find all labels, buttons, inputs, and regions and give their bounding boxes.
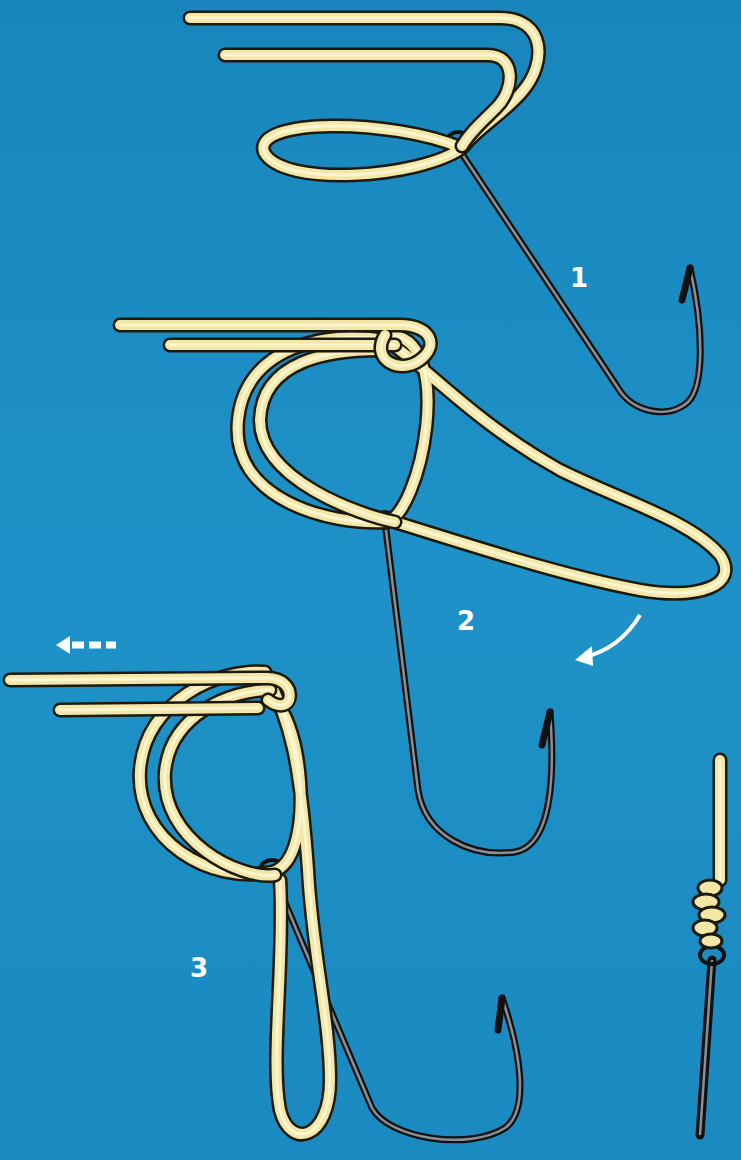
hooks [261, 132, 724, 1140]
step-number: 3 [190, 955, 208, 981]
direction-arrows [56, 615, 640, 666]
step-number: 1 [570, 265, 588, 291]
step-number: 2 [457, 608, 475, 634]
line-rope [10, 18, 725, 1134]
